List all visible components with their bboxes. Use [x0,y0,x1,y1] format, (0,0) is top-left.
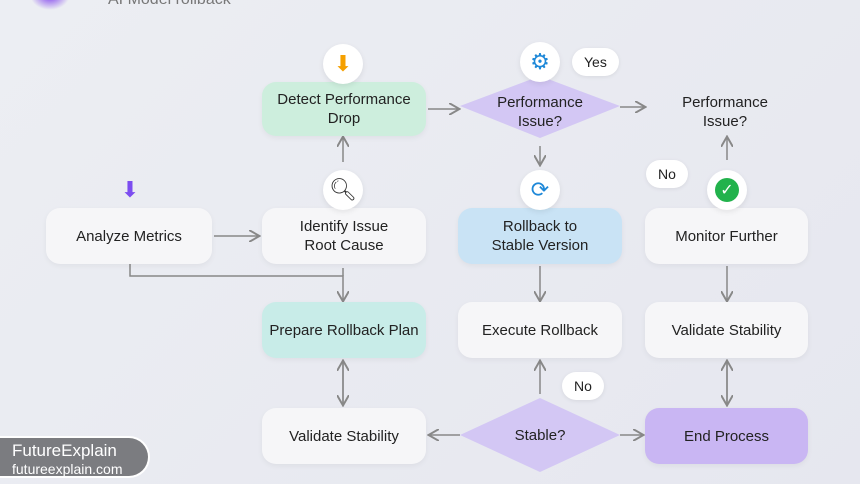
node-detect-performance-drop: Detect Performance Drop [262,82,426,136]
node-label: Monitor Further [675,227,778,245]
label-yes: Yes [572,48,619,76]
brand-watermark: FutureExplain futureexplain.com [0,436,150,478]
arrow-down-icon: ⬇ [120,177,140,202]
brand-name: FutureExplain [12,441,117,460]
label-no-top: No [646,160,688,188]
node-rollback-stable-version: Rollback to Stable Version [458,208,622,264]
node-end-process: End Process [645,408,808,464]
node-label: Prepare Rollback Plan [269,321,419,339]
node-label: Validate Stability [671,321,782,339]
node-label: Detect Performance Drop [277,91,411,127]
page-title: AI Model rollback [108,0,231,9]
arrow-down-icon: ⬇ [323,44,363,84]
gear-icon: ⚙ [520,42,560,82]
decision-diamond-stable [460,398,620,472]
node-label: Execute Rollback [482,321,598,339]
brand-url: futureexplain.com [12,461,123,477]
node-performance-issue-text: Performance Issue? [682,94,768,130]
node-validate-stability-right: Validate Stability [645,302,808,358]
logo [30,0,70,10]
refresh-icon: ⟳ [520,170,560,210]
node-stable-diamond: Stable? [514,427,566,444]
node-label: Rollback to Stable Version [491,218,589,254]
node-execute-rollback: Execute Rollback [458,302,622,358]
node-analyze-metrics: Analyze Metrics [46,208,212,264]
decision-diamond-issue [460,76,620,138]
label-no-bottom: No [562,372,604,400]
node-label: End Process [683,427,770,445]
node-monitor-further: Monitor Further [645,208,808,264]
node-label: Analyze Metrics [76,227,182,245]
node-label: Validate Stability [289,427,399,445]
node-validate-stability-left: Validate Stability [262,408,426,464]
node-prepare-rollback-plan: Prepare Rollback Plan [262,302,426,358]
check-icon: ✓ [707,170,747,210]
node-label: Identify Issue Root Cause [299,218,389,254]
node-performance-issue-diamond: Performance Issue? [497,94,583,130]
node-identify-root-cause: Identify Issue Root Cause [262,208,426,264]
magnifier-icon: 🔍︎ [323,170,363,210]
